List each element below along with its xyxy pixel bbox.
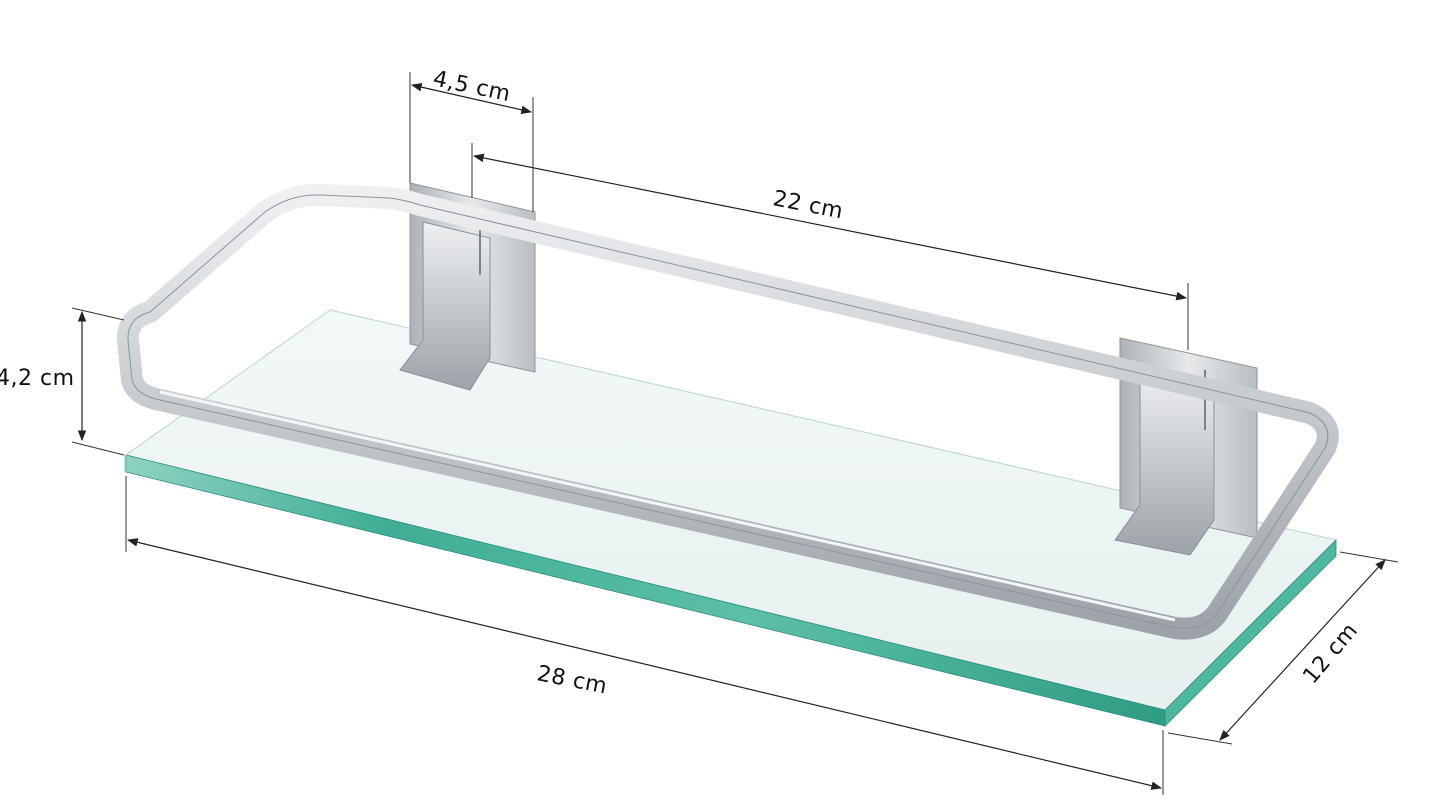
dimension-height: 4,2 cm [0, 307, 125, 456]
bracket-width-label: 4,5 cm [431, 66, 513, 107]
height-label: 4,2 cm [0, 366, 75, 391]
depth-label: 12 cm [1298, 618, 1363, 688]
bracket-spacing-label: 22 cm [771, 186, 845, 224]
length-label: 28 cm [535, 661, 609, 699]
rail-outer-edge [127, 194, 1329, 630]
